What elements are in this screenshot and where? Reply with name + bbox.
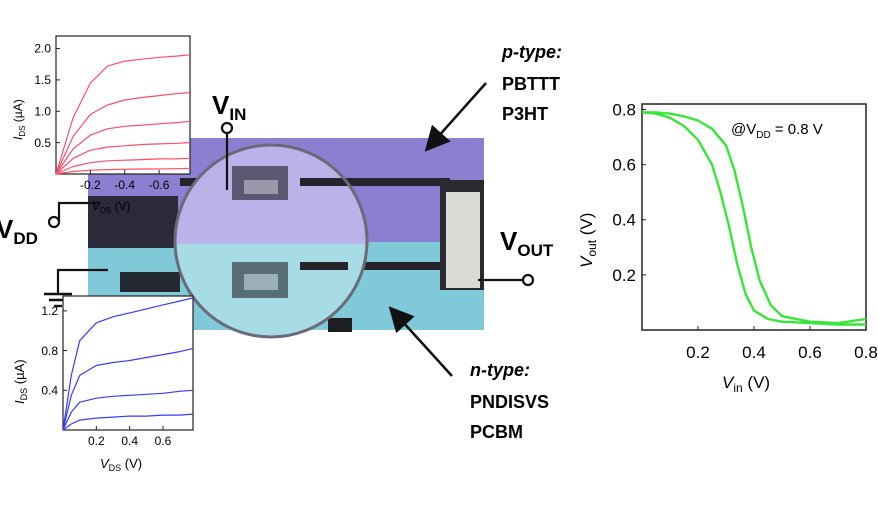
vtc-xtick-label: 0.6 [798, 343, 822, 362]
p-xtick-label: -0.2 [80, 178, 101, 192]
vtc-annotation: @VDD = 0.8 V [731, 121, 823, 141]
vtc-ytick-label: 0.6 [612, 156, 636, 175]
p-series-3 [55, 120, 191, 175]
vtc-series-1 [641, 111, 866, 326]
n-ytick-label: 0.8 [41, 344, 58, 358]
p-type-arrow [424, 82, 487, 152]
p-ytick-label: 1.0 [34, 104, 51, 118]
electrode-lower-left [120, 272, 180, 292]
n-chart-frame [62, 295, 194, 431]
vtc-ytick-label: 0.8 [612, 100, 636, 119]
n-type-arrow [388, 306, 453, 377]
p-ytick-label: 1.5 [34, 73, 51, 87]
vtc-xtick-label: 0.8 [854, 343, 878, 362]
vtc-xlabel: Vin (V) [722, 373, 770, 395]
p-type-output-chart: 0.5 1.0 1.5 2.0 -0.2 -0.4 -0.6 IDS (µA) VDS (… [11, 35, 191, 215]
n-series-2 [62, 348, 194, 431]
n-ytick-label: 0.4 [41, 383, 58, 397]
p-series-2 [55, 91, 191, 175]
substrate-dark-left [88, 196, 178, 248]
n-chart-xlabel: VDS (V) [100, 456, 142, 473]
p-chart-ylabel: IDS (µA) [11, 99, 27, 140]
p-ytick-label: 0.5 [34, 136, 51, 150]
n-type-material-2: PCBM [470, 422, 523, 442]
pad-bottom-right [328, 318, 352, 332]
p-type-title: p-type: [501, 42, 562, 62]
vtc-frame [641, 103, 867, 331]
silver-contact-pad [446, 192, 480, 288]
n-chart-ylabel: IDS (µA) [12, 359, 29, 404]
vtc-xtick-label: 0.4 [742, 343, 766, 362]
p-xtick-label: -0.4 [114, 178, 135, 192]
n-type-material-1: PNDISVS [470, 392, 549, 412]
device-photo [88, 138, 484, 339]
p-series-5 [55, 157, 191, 175]
p-chart-frame [55, 35, 191, 175]
n-series-3 [62, 389, 194, 431]
vtc-series-2 [641, 111, 867, 325]
n-type-title: n-type: [470, 360, 530, 380]
vout-label: VOUT [500, 226, 554, 260]
p-series-4 [55, 142, 191, 175]
n-xtick-label: 0.6 [155, 434, 172, 448]
p-series-6 [55, 167, 191, 175]
n-series-1 [62, 297, 194, 431]
n-type-label: n-type: PNDISVS PCBM [470, 360, 549, 442]
n-series-4 [62, 413, 194, 431]
vtc-chart: 0.2 0.4 0.6 0.8 0.2 0.4 0.6 0.8 @VDD = 0.8 V V… [577, 100, 878, 395]
lens-outline [173, 143, 369, 339]
p-chart-xlabel: VDS (V) [92, 199, 130, 215]
n-xtick-label: 0.2 [88, 434, 105, 448]
n-xtick-label: 0.4 [121, 434, 138, 448]
vtc-ytick-label: 0.2 [612, 266, 636, 285]
p-series-1 [55, 54, 191, 175]
p-ytick-label: 2.0 [34, 42, 51, 56]
n-ytick-label: 1.2 [41, 304, 58, 318]
vtc-ytick-label: 0.4 [612, 211, 636, 230]
vdd-label: VDD [0, 214, 38, 248]
vtc-xtick-label: 0.2 [686, 343, 710, 362]
vtc-ylabel: Vout (V) [577, 213, 599, 268]
p-type-material-2: P3HT [502, 104, 548, 124]
p-type-label: p-type: PBTTT P3HT [501, 42, 562, 124]
circuit-wires [47, 121, 535, 294]
n-type-output-chart: 0.4 0.8 1.2 0.2 0.4 0.6 IDS (µA) VDS (V) [12, 295, 194, 473]
p-xtick-label: -0.6 [149, 178, 170, 192]
p-type-material-1: PBTTT [502, 74, 560, 94]
vin-label: VIN [212, 90, 246, 124]
